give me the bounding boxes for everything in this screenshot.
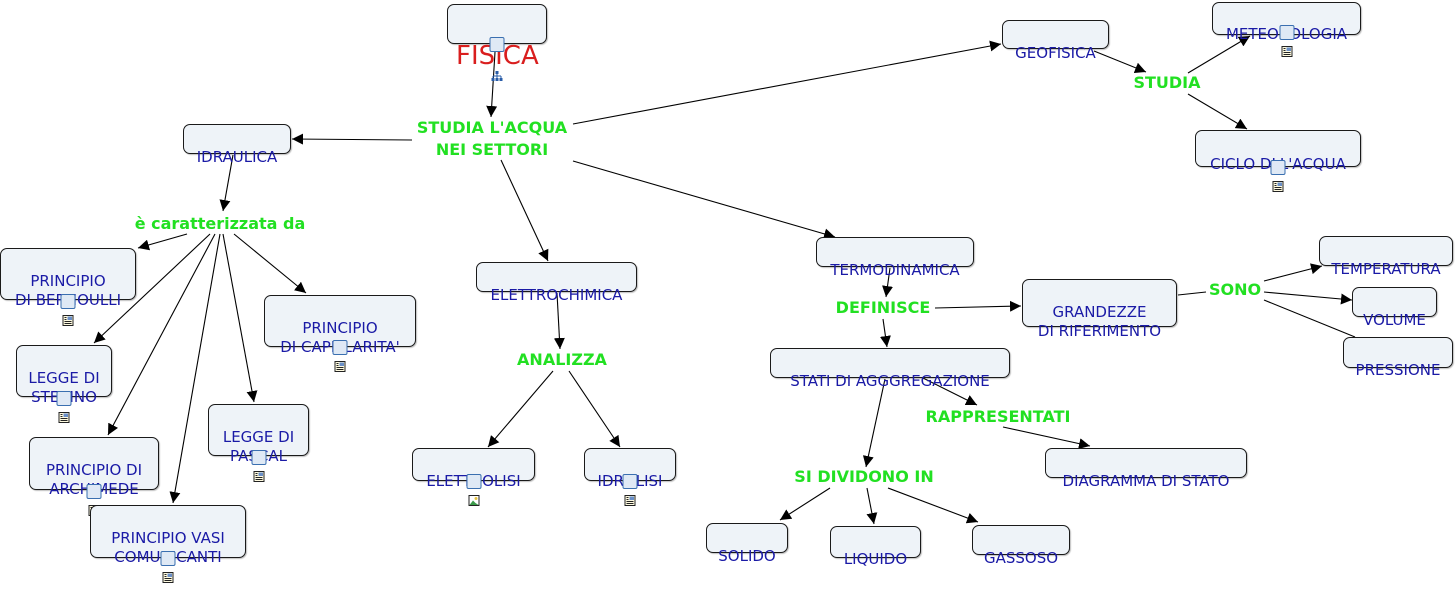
concept-pressione[interactable]: PRESSIONE [1343,337,1453,379]
document-icon[interactable] [1270,160,1286,192]
link-caratterizzata[interactable]: è caratterizzata da [134,214,306,233]
concept-gassoso[interactable]: GASSOSO [972,525,1070,567]
edge-studia-meteorologia [1187,35,1251,74]
edge-termodinamica-definisce [882,267,893,298]
edge-si-dividono-liquido [866,487,878,525]
concept-label: GASSOSO [983,549,1059,567]
concept-label: SOLIDO [718,547,776,565]
link-studia[interactable]: STUDIA [1133,73,1201,92]
concept-pascal[interactable]: LEGGE DI PASCAL [208,404,309,482]
document-icon[interactable] [160,551,176,583]
concept-meteorologia[interactable]: METEOROLOGIA [1212,2,1361,57]
concept-diagramma-stato[interactable]: DIAGRAMMA DI STATO [1045,448,1247,490]
edge-caratterizzata-capillarita [233,233,307,294]
document-icon[interactable] [56,391,72,423]
concept-label: PRINCIPIO DI BERNOULLI [14,272,122,309]
concept-idraulica[interactable]: IDRAULICA [183,124,291,166]
concept-geofisica[interactable]: GEOFISICA [1002,20,1109,62]
concept-archimede[interactable]: PRINCIPIO DI ARCHIMEDE [29,437,159,516]
document-icon[interactable] [332,340,348,372]
edge-elettrochimica-analizza [553,292,565,350]
edge-caratterizzata-vasi [169,233,221,504]
concept-label: TERMODINAMICA [830,261,960,279]
concept-solido[interactable]: SOLIDO [706,523,788,565]
concept-label: LEGGE DI PASCAL [222,428,295,465]
concept-elettrochimica[interactable]: ELETTROCHIMICA [476,262,637,304]
concept-liquido[interactable]: LIQUIDO [830,526,921,568]
link-sono[interactable]: SONO [1208,280,1262,299]
edge-stati-si-dividono [862,378,886,468]
concept-bernoulli[interactable]: PRINCIPIO DI BERNOULLI [0,248,136,326]
concept-label: PRESSIONE [1355,361,1441,379]
concept-label: PRINCIPIO DI ARCHIMEDE [45,461,143,498]
image-icon[interactable] [466,474,481,506]
document-icon[interactable] [251,450,266,482]
edge-sono-pressione [1263,299,1356,338]
concept-termodinamica[interactable]: TERMODINAMICA [816,237,974,279]
edge-sono-temperatura [1263,263,1323,282]
edge-idraulica-caratterizzata [219,154,234,212]
concept-grandezze[interactable]: GRANDEZZE DI RIFERIMENTO [1022,279,1177,340]
document-icon[interactable] [622,474,638,506]
concept-fisica[interactable]: FISICA [447,4,547,81]
edge-si-dividono-gassoso [887,487,979,524]
edge-studia-acqua-termodinamica [572,160,836,240]
concept-volume[interactable]: VOLUME [1352,287,1437,329]
concept-ciclo-acqua[interactable]: CICLO DLL'ACQUA [1195,130,1361,192]
document-icon[interactable] [86,484,102,516]
edge-analizza-elettrolisi [487,370,554,448]
concept-temperatura[interactable]: TEMPERATURA [1319,236,1453,278]
concept-label: DIAGRAMMA DI STATO [1062,472,1230,490]
edge-stati-rappresentati [922,377,978,406]
concept-label: VOLUME [1363,311,1426,329]
edge-caratterizzata-archimede [107,233,216,436]
edge-caratterizzata-stevino [93,233,211,344]
document-icon[interactable] [1279,25,1294,57]
edge-grandezze-sono [1177,291,1207,296]
edge-fisica-studia-acqua [486,51,498,118]
edge-studia-acqua-geofisica [572,40,1002,125]
concept-capillarita[interactable]: PRINCIPIO DI CAPILLARITA' [264,295,416,372]
edge-caratterizzata-bernoulli [137,233,188,251]
edge-studia-acqua-idraulica [291,133,413,145]
concept-idrolisi[interactable]: IDROLISI [584,448,676,506]
edge-sono-volume [1263,291,1353,305]
concept-label: STATI DI AGGGREGAZIONE [790,372,990,390]
link-definisce[interactable]: DEFINISCE [835,298,931,317]
concept-label: GEOFISICA [1015,44,1096,62]
concept-stevino[interactable]: LEGGE DI STEVINO [16,345,112,423]
link-rappresentati[interactable]: RAPPRESENTATI [925,407,1071,426]
concept-stati-aggregazione[interactable]: STATI DI AGGGREGAZIONE [770,348,1010,390]
link-studia-acqua[interactable]: STUDIA L'ACQUA NEI SETTORI [416,118,568,159]
edge-definisce-stati [879,318,891,348]
concept-label: GRANDEZZE DI RIFERIMENTO [1037,303,1162,340]
edge-si-dividono-solido [779,487,831,521]
submap-icon[interactable] [489,37,505,81]
edge-geofisica-studia [1093,50,1147,73]
edge-definisce-grandezze [934,300,1022,312]
link-analizza[interactable]: ANALIZZA [517,350,607,369]
concept-label: TEMPERATURA [1331,260,1441,278]
concept-vasi-comunicanti[interactable]: PRINCIPIO VASI COMUNICANTI [90,505,246,583]
concept-label: IDRAULICA [196,148,278,166]
concept-elettrolisi[interactable]: ELETTROLISI [412,448,535,506]
link-si-dividono[interactable]: SI DIVIDONO IN [794,467,934,486]
concept-label: ELETTROCHIMICA [490,286,623,304]
edge-studia-ciclo [1187,93,1248,130]
concept-label: PRINCIPIO DI CAPILLARITA' [280,319,400,356]
edge-analizza-idrolisi [568,370,621,448]
edge-studia-acqua-elettrochimica [500,159,549,262]
document-icon[interactable] [60,294,76,326]
edge-caratterizzata-pascal [222,233,258,403]
concept-label: LIQUIDO [843,550,908,568]
edge-rappresentati-diagramma [1002,426,1091,450]
connection-lines [93,35,1356,525]
